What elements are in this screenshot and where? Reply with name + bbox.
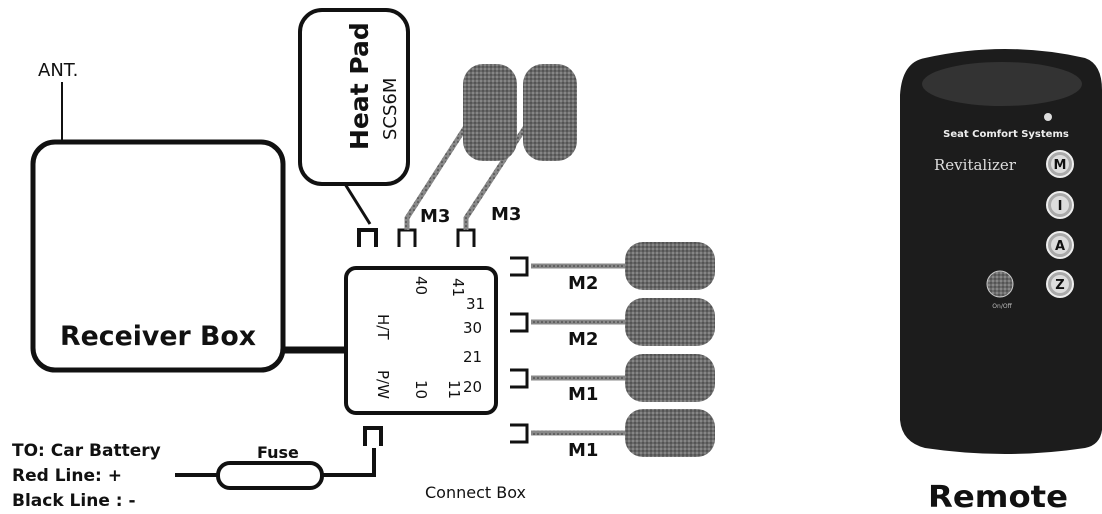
m2-pad-row-2	[510, 298, 715, 346]
power-wire	[320, 448, 376, 477]
remote-button-a-label: A	[1055, 239, 1065, 254]
battery-black-line: Black Line : -	[12, 491, 136, 511]
m2-label-2: M2	[568, 329, 598, 350]
m1-label-4: M1	[568, 440, 598, 461]
m3-connector-right	[456, 228, 476, 247]
remote-power-button[interactable]	[986, 270, 1014, 298]
m3-pad-right	[523, 64, 577, 161]
pin-20: 20	[463, 378, 482, 396]
heat-pad-box	[298, 8, 410, 186]
battery-red-line: Red Line: +	[12, 466, 122, 486]
remote-button-m[interactable]: M	[1046, 150, 1074, 178]
remote-led-icon	[1044, 113, 1052, 121]
pin-11: 11	[445, 380, 463, 399]
remote-control: Seat Comfort Systems Revitalizer M I A Z…	[900, 49, 1102, 454]
pin-21: 21	[463, 348, 482, 366]
pin-40: 40	[412, 276, 430, 295]
connect-box-label: Connect Box	[425, 483, 526, 502]
fuse-label: Fuse	[257, 443, 299, 462]
m1-pad-row-4	[510, 409, 715, 457]
remote-button-z[interactable]: Z	[1046, 270, 1074, 298]
pin-41: 41	[449, 278, 467, 297]
heat-pad-wire	[343, 183, 372, 225]
m1-pad-row-3	[510, 354, 715, 402]
ht-label: H/T	[374, 314, 392, 340]
heat-pad-model: SCS6M	[380, 78, 401, 140]
receiver-box-label: Receiver Box	[60, 321, 256, 352]
pin-30: 30	[463, 319, 482, 337]
remote-button-m-label: M	[1054, 158, 1067, 173]
remote-button-i-label: I	[1058, 199, 1063, 214]
fuse	[216, 461, 324, 490]
antenna-label: ANT.	[38, 60, 78, 81]
m2-label-1: M2	[568, 273, 598, 294]
m3-connector-left	[397, 228, 417, 247]
remote-onoff-label: On/Off	[992, 303, 1012, 310]
remote-button-a[interactable]: A	[1046, 231, 1074, 259]
power-connector	[363, 426, 383, 446]
remote-button-i[interactable]: I	[1046, 191, 1074, 219]
remote-model: Revitalizer	[934, 156, 1017, 174]
pw-label: P/W	[374, 370, 392, 399]
receiver-box	[30, 139, 286, 373]
connect-box	[344, 266, 498, 415]
remote-button-z-label: Z	[1055, 278, 1064, 293]
pin-31: 31	[466, 295, 485, 313]
m3-label-left: M3	[420, 206, 450, 227]
remote-label: Remote	[928, 480, 1068, 514]
heat-pad-title: Heat Pad	[345, 22, 374, 150]
remote-brand: Seat Comfort Systems	[943, 129, 1069, 140]
m3-label-right: M3	[491, 204, 521, 225]
m3-pad-left	[463, 64, 517, 161]
pin-10: 10	[412, 380, 430, 399]
battery-line-1: TO: Car Battery	[12, 441, 161, 461]
heat-pad-connector	[357, 228, 378, 247]
m1-label-3: M1	[568, 384, 598, 405]
m2-pad-row-1	[510, 242, 715, 290]
m3-wire-left	[404, 118, 473, 230]
